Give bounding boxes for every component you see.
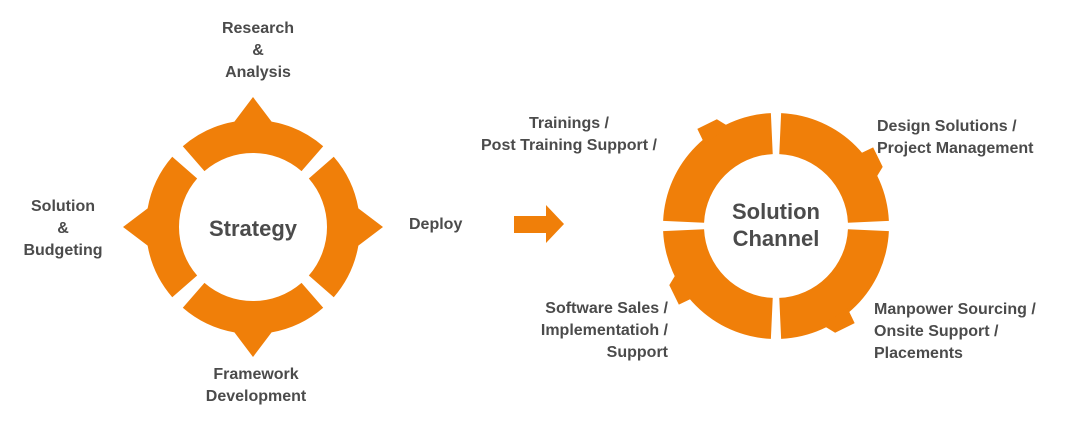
solution-channel-ring bbox=[663, 113, 889, 339]
center-label-line: Solution bbox=[732, 199, 820, 224]
channel-segment-bottom-right-tab bbox=[822, 308, 855, 333]
stage-label-line: Deploy bbox=[409, 216, 463, 233]
stage-label-line: Analysis bbox=[225, 64, 291, 81]
segment-label-line: Placements bbox=[874, 345, 963, 362]
strategy-segment-left bbox=[123, 156, 198, 298]
strategy-segment-bottom bbox=[182, 282, 324, 357]
stage-deploy: Deploy bbox=[409, 214, 462, 236]
center-label-line: Channel bbox=[732, 226, 820, 251]
channel-segment-top-right bbox=[779, 113, 889, 223]
channel-segment-bottom-right bbox=[779, 229, 889, 339]
channel-segment-top-right-tab bbox=[858, 147, 883, 180]
segment-label-line: Implementatioh / bbox=[540, 322, 668, 339]
segment-design-solutions: Design Solutions / Project Management bbox=[877, 116, 1033, 160]
segment-label-line: Manpower Sourcing / bbox=[874, 301, 1036, 318]
segment-label-line: Post Training Support / bbox=[481, 137, 657, 154]
channel-segment-bottom-left-tab bbox=[669, 272, 694, 305]
segment-label-line: Trainings / bbox=[528, 115, 609, 132]
channel-segment-bottom-left bbox=[663, 229, 773, 339]
strategy-segment-top bbox=[182, 97, 324, 172]
stage-label-line: Solution bbox=[31, 198, 95, 215]
channel-segment-top-left-tab bbox=[697, 119, 730, 144]
segment-trainings: Trainings / Post Training Support / bbox=[462, 113, 676, 157]
stage-label-line: Framework bbox=[213, 366, 299, 383]
segment-label-line: Onsite Support / bbox=[874, 323, 999, 340]
stage-solution-budgeting: Solution & Budgeting bbox=[3, 196, 123, 262]
stage-framework-development: Framework Development bbox=[186, 364, 326, 408]
solution-channel-center-label: Solution Channel bbox=[716, 198, 836, 252]
segment-software-sales: Software Sales / Implementatioh / Suppor… bbox=[508, 298, 668, 364]
arrow-right-icon bbox=[514, 205, 564, 243]
strategy-cycle-ring bbox=[123, 97, 383, 357]
stage-label-line: Research bbox=[221, 20, 295, 37]
segment-label-line: Support bbox=[606, 344, 668, 361]
segment-label-line: Design Solutions / bbox=[877, 118, 1017, 135]
segment-manpower-sourcing: Manpower Sourcing / Onsite Support / Pla… bbox=[874, 299, 1036, 365]
channel-segment-top-left bbox=[663, 113, 773, 223]
stage-label-line: & bbox=[57, 220, 69, 237]
strategy-center-label: Strategy bbox=[208, 216, 298, 241]
segment-label-line: Software Sales / bbox=[545, 300, 668, 317]
stage-research-analysis: Research & Analysis bbox=[198, 18, 318, 84]
stage-label-line: Development bbox=[205, 388, 307, 405]
stage-label-line: & bbox=[252, 42, 264, 59]
strategy-segment-right bbox=[308, 156, 383, 298]
stage-label-line: Budgeting bbox=[23, 242, 103, 259]
segment-label-line: Project Management bbox=[877, 140, 1034, 157]
